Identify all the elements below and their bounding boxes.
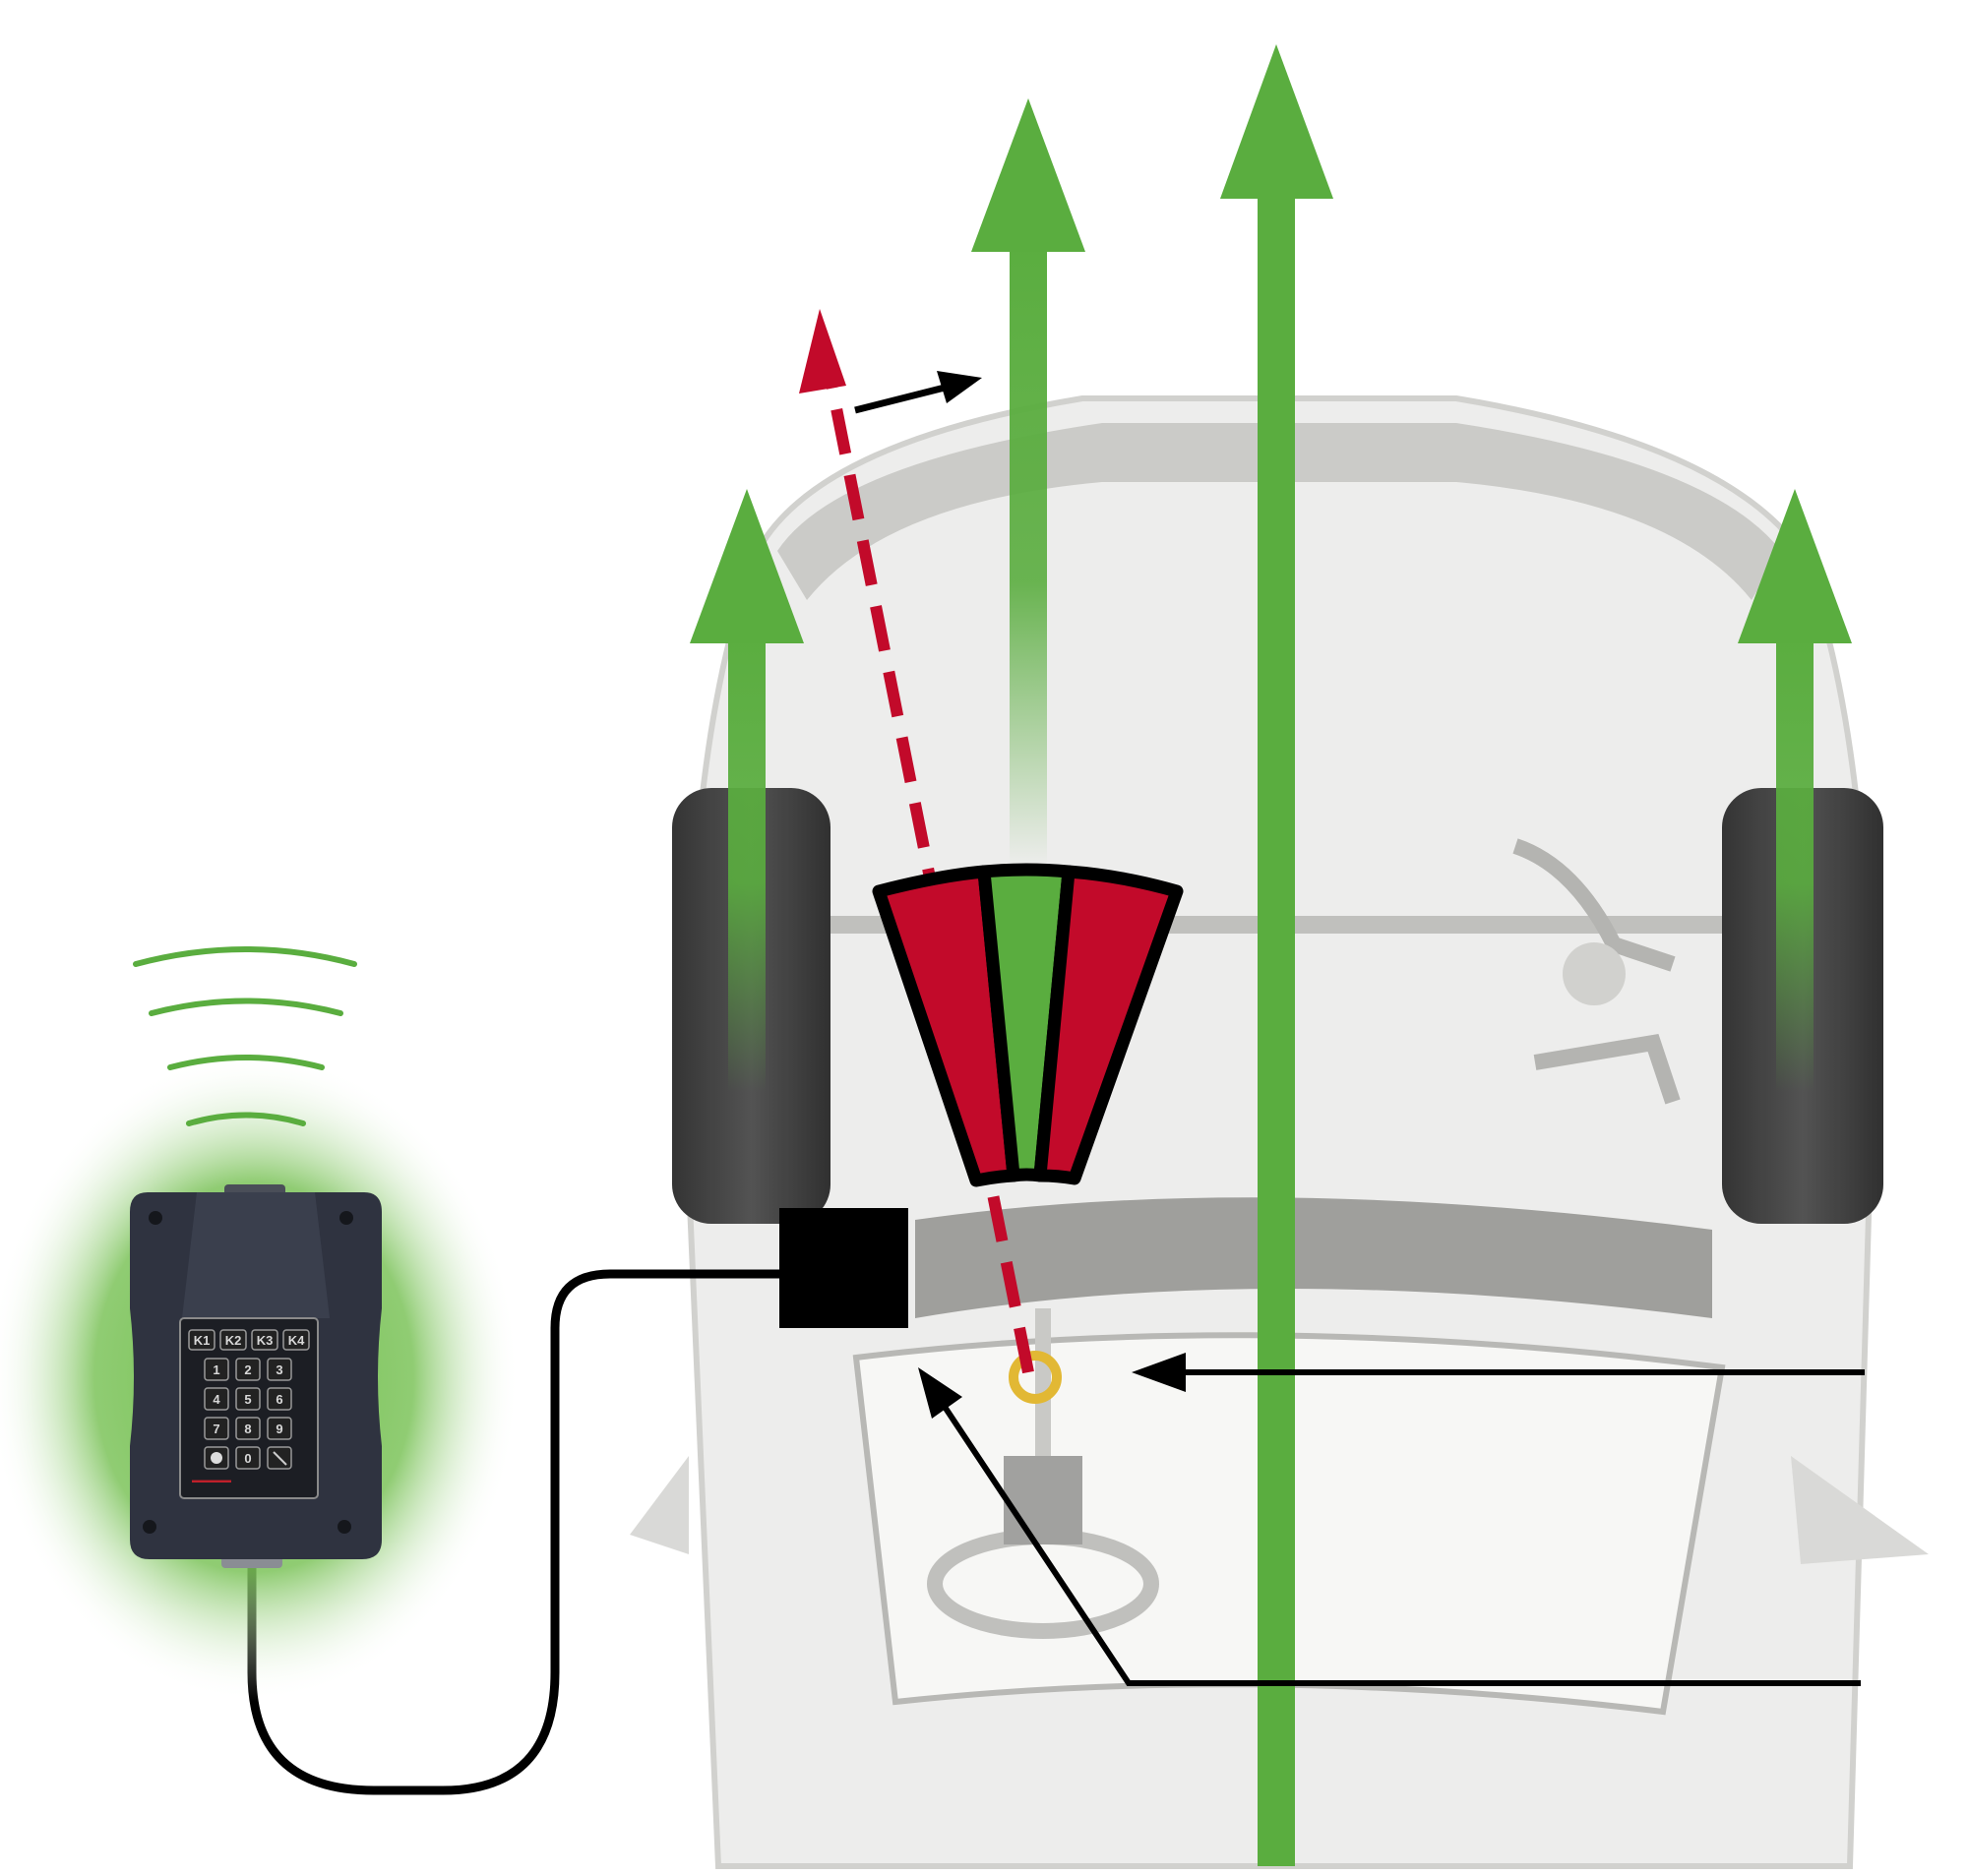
key-label: K3 [257, 1333, 274, 1348]
brand-logo: ▬▬▬▬▬ [192, 1476, 231, 1484]
key-k3[interactable]: K3 [251, 1329, 278, 1351]
key-7[interactable]: 7 [204, 1417, 229, 1440]
key-label: 3 [276, 1362, 282, 1377]
function-keys: K1 K2 K3 K4 [188, 1329, 310, 1351]
key-9[interactable]: 9 [267, 1417, 292, 1440]
key-2[interactable]: 2 [235, 1358, 261, 1381]
key-label: 7 [213, 1422, 219, 1436]
right-hub [1563, 942, 1626, 1005]
steering-column [1004, 1456, 1082, 1544]
key-6[interactable]: 6 [267, 1387, 292, 1411]
wireless-signal-icon [133, 946, 357, 1126]
key-label: K2 [225, 1333, 242, 1348]
key-k2[interactable]: K2 [219, 1329, 247, 1351]
key-circle-arrows[interactable] [204, 1446, 229, 1470]
right-suspension [1512, 838, 1681, 1105]
slash-icon [273, 1451, 287, 1466]
tolerance-zone-right-red [1033, 865, 1184, 1185]
key-3[interactable]: 3 [267, 1358, 292, 1381]
dashboard-panel [915, 1197, 1712, 1318]
circle-arrows-icon [211, 1452, 222, 1464]
key-k4[interactable]: K4 [282, 1329, 310, 1351]
key-label: 4 [213, 1392, 220, 1407]
steering-straight-ahead-arrow [971, 98, 1085, 866]
connection-cable [247, 1269, 779, 1795]
key-label: 5 [244, 1392, 251, 1407]
key-slash[interactable] [267, 1446, 292, 1470]
right-mirror [1791, 1456, 1929, 1564]
key-4[interactable]: 4 [204, 1387, 229, 1411]
vehicle-centerline-arrow [1220, 44, 1333, 1866]
steering-angle-sensor-ring [1009, 1351, 1062, 1404]
key-k1[interactable]: K1 [188, 1329, 215, 1351]
steering-offset-dashed-arrow [799, 309, 1034, 1374]
key-0[interactable]: 0 [235, 1446, 261, 1470]
key-label: 6 [276, 1392, 282, 1407]
key-label: 9 [276, 1422, 282, 1436]
steering-sensor-connector [779, 1208, 908, 1328]
number-keys: 1 2 3 4 5 6 7 8 9 0 [204, 1358, 292, 1470]
left-mirror [630, 1456, 689, 1554]
steering-shaft [1035, 1308, 1051, 1456]
key-1[interactable]: 1 [204, 1358, 229, 1381]
connector-pointer-arrow [918, 1367, 1861, 1686]
correction-direction-arrow [854, 371, 982, 414]
key-label: 2 [244, 1362, 251, 1377]
key-label: 8 [244, 1422, 251, 1436]
key-label: K1 [194, 1333, 211, 1348]
sensor-pointer-arrow [1132, 1353, 1865, 1392]
steering-tolerance-gauge [872, 863, 1184, 1187]
key-label: 0 [244, 1451, 251, 1466]
key-label: 1 [213, 1362, 219, 1377]
key-5[interactable]: 5 [235, 1387, 261, 1411]
left-wheel-direction-arrow [690, 489, 804, 1092]
key-8[interactable]: 8 [235, 1417, 261, 1440]
right-wheel-direction-arrow [1738, 489, 1852, 1092]
key-label: K4 [288, 1333, 305, 1348]
